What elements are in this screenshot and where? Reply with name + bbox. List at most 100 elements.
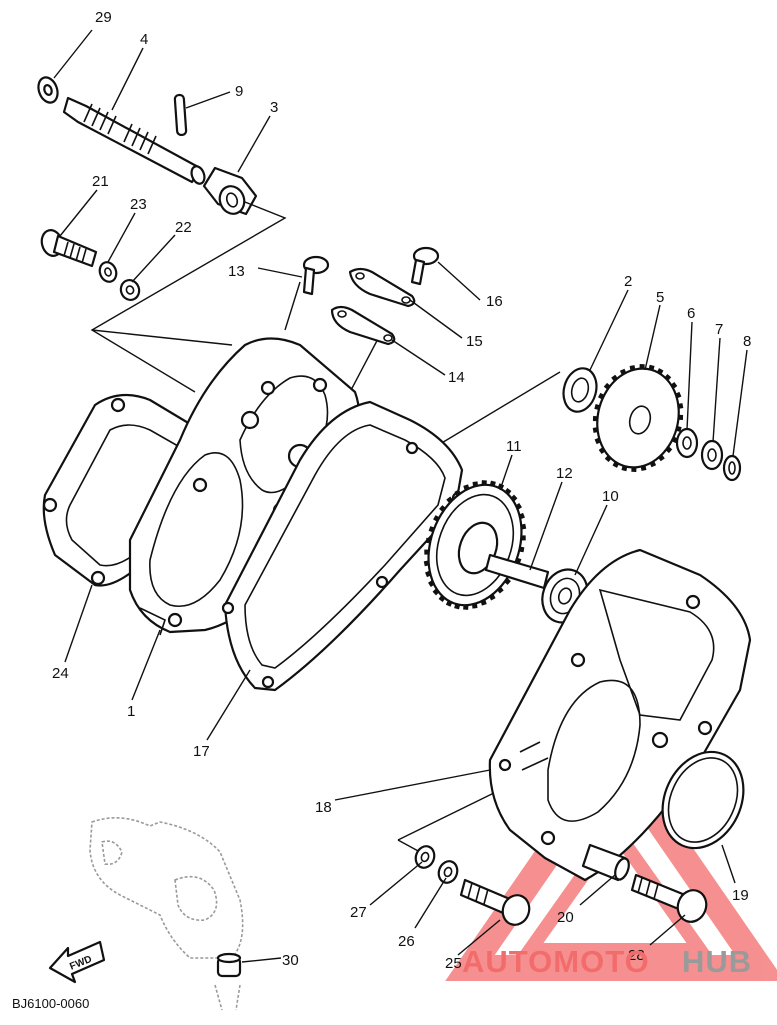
washer-7: [700, 439, 724, 471]
gear-tooth: [675, 425, 682, 432]
gear-tooth: [432, 588, 440, 596]
gear-5: [592, 364, 684, 472]
gear-tooth: [518, 512, 525, 520]
gear-tooth: [603, 382, 611, 390]
bolt-21: [40, 229, 98, 268]
callout-21: 21: [92, 173, 109, 190]
screw-16: [410, 246, 440, 286]
callout-8: 8: [743, 333, 751, 350]
gear-tooth: [656, 368, 664, 375]
callout-1: 1: [127, 703, 135, 720]
gear-tooth: [481, 480, 487, 486]
gear-tooth: [592, 427, 599, 433]
gear-tooth: [670, 382, 678, 389]
callout-24: 24: [52, 665, 69, 682]
callout-2: 2: [624, 273, 632, 290]
gear-tooth: [439, 505, 447, 513]
gear-tooth: [428, 526, 436, 533]
gear-tooth: [648, 364, 655, 371]
callout-25: 25: [445, 955, 462, 972]
callout-3: 3: [270, 99, 278, 116]
gear-tooth: [425, 537, 432, 544]
gear-tooth: [631, 466, 637, 472]
callout-7: 7: [715, 321, 723, 338]
gear-tooth: [463, 484, 470, 491]
gear-tooth: [504, 488, 512, 495]
callout-12: 12: [556, 465, 573, 482]
gear-tooth: [480, 599, 487, 606]
washer-22: [119, 279, 141, 301]
gasket-14: [330, 305, 396, 346]
washer-27: [414, 845, 436, 869]
gear-tooth: [488, 593, 496, 601]
gear-tooth: [629, 365, 636, 371]
callout-10: 10: [602, 488, 619, 505]
gear-tooth: [463, 604, 469, 610]
callout-14: 14: [448, 369, 465, 386]
gear-tooth: [594, 437, 602, 445]
callout-18: 18: [315, 799, 332, 816]
gear-tooth: [433, 515, 440, 522]
circlip-8: [722, 454, 742, 482]
washer-26: [437, 860, 459, 884]
callout-28: 28: [628, 947, 645, 964]
gear-tooth: [438, 595, 446, 602]
gear-tooth: [649, 460, 657, 468]
watermark-part1: AUTOMOTO: [462, 944, 650, 979]
collar-3: [202, 166, 258, 216]
washer-6: [675, 427, 699, 459]
callout-11: 11: [506, 438, 522, 455]
gear-tooth: [619, 368, 627, 376]
callout-16: 16: [486, 293, 503, 310]
callout-23: 23: [130, 196, 147, 213]
washer-29: [37, 76, 59, 104]
gear-tooth: [510, 494, 518, 502]
callout-30: 30: [282, 952, 299, 969]
callout-9: 9: [235, 83, 243, 100]
washer-23: [98, 261, 118, 283]
drawing-code: BJ6100-0060: [12, 996, 89, 1011]
gear-tooth: [520, 535, 526, 541]
gear-tooth: [612, 461, 620, 468]
engine-outline-ghost: [89, 817, 244, 1011]
gear-tooth: [496, 586, 504, 594]
screw-13: [302, 255, 330, 296]
gear-tooth: [454, 603, 461, 610]
bolt-25: [459, 878, 531, 926]
gear-tooth: [611, 374, 619, 382]
callout-20: 20: [557, 909, 574, 926]
gear-tooth: [423, 560, 430, 567]
gear-tooth: [677, 403, 684, 409]
gear-tooth: [677, 414, 684, 420]
callout-4: 4: [140, 31, 148, 48]
cover-18: [488, 548, 752, 882]
callout-labels: 29 4 9 3 21 23 22 13 16 15 14 2 5 6 7 8 …: [52, 9, 751, 972]
gear-tooth: [515, 503, 522, 510]
dowel-20: [581, 843, 630, 882]
fitting-30: [216, 952, 242, 978]
gear-tooth: [674, 391, 682, 399]
gear-tooth: [425, 570, 432, 578]
callout-26: 26: [398, 933, 415, 950]
gear-tooth: [604, 454, 612, 463]
o-ring-19: [661, 750, 745, 850]
gear-tooth: [454, 489, 462, 497]
bolt-28: [630, 873, 708, 923]
callout-6: 6: [687, 305, 695, 322]
gear-tooth: [520, 523, 527, 530]
gear-tooth: [446, 496, 454, 504]
callout-15: 15: [466, 333, 483, 350]
callout-13: 13: [228, 263, 245, 280]
gear-tooth: [665, 446, 673, 454]
gear-tooth: [503, 577, 511, 585]
callout-17: 17: [193, 743, 210, 760]
gear-tooth: [472, 481, 479, 487]
gasket-15: [348, 267, 416, 308]
watermark-text: AUTOMOTO HUB: [462, 944, 751, 979]
gear-tooth: [518, 546, 525, 553]
callout-29: 29: [95, 9, 112, 26]
gear-tooth: [594, 404, 601, 411]
pin-9: [173, 93, 188, 137]
gear-tooth: [598, 447, 606, 454]
